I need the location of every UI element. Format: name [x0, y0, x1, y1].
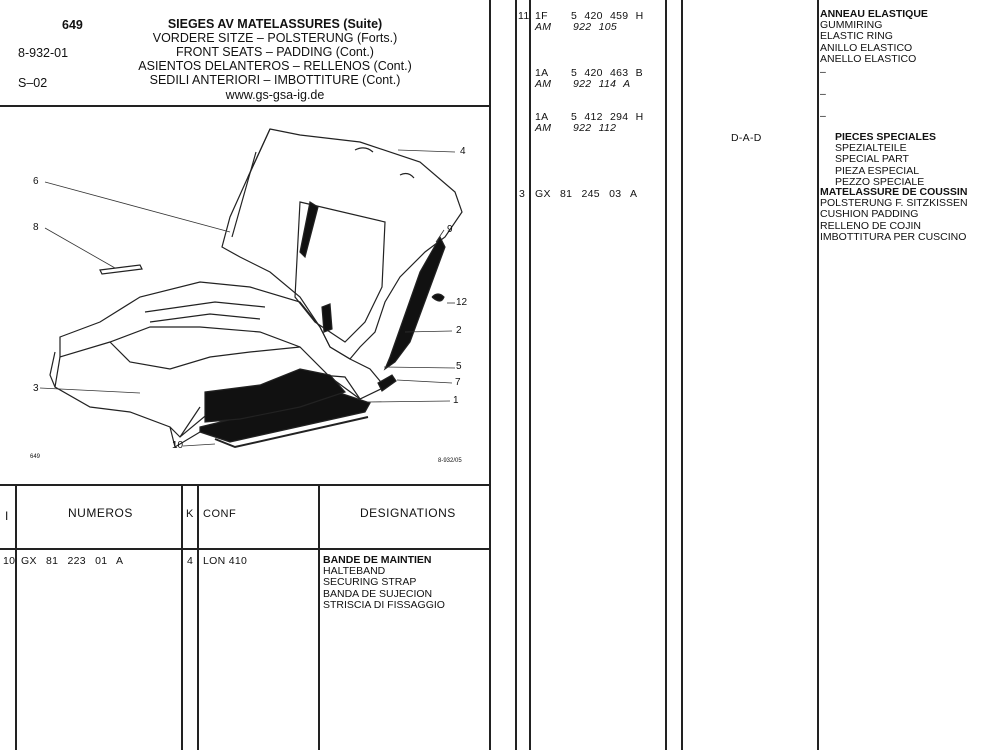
designation-line: RELLENO DE COJIN [820, 219, 921, 232]
special-line: PEZZO SPECIALE [835, 175, 925, 188]
designation-line: SECURING STRAP [323, 576, 417, 589]
title-fr: SIEGES AV MATELASSURES (Suite) [167, 17, 383, 31]
special-line: PIECES SPECIALES [835, 131, 936, 143]
special-line: SPECIAL PART [835, 153, 909, 166]
ref-code: 8-932-01 [18, 46, 69, 60]
callout-3: 3 [33, 383, 39, 394]
designation-line: GUMMIRING [820, 19, 883, 32]
left-row-qty: 4 [187, 555, 194, 567]
left-row-item: 10 [3, 555, 16, 567]
variant-am-label: AM [535, 122, 552, 134]
designation-line: ELASTIC RING [820, 30, 893, 43]
special-line: SPEZIALTEILE [835, 142, 907, 155]
diagram-top-border [0, 105, 490, 107]
callout-9: 9 [447, 224, 453, 235]
col-head-conf: CONF [203, 508, 237, 520]
title-es: ASIENTOS DELANTEROS – RELLENOS (Cont.) [138, 59, 412, 73]
dash-mark: – [820, 66, 827, 78]
title-de: VORDERE SITZE – POLSTERUNG (Forts.) [152, 31, 398, 45]
r-col-divider-2 [529, 0, 531, 750]
left-page-edge [489, 0, 491, 750]
variant-am-number: 922 105 [573, 21, 618, 33]
callout-5: 5 [456, 361, 462, 372]
special-line: PIEZA ESPECIAL [835, 164, 920, 177]
diagram-corner-right: 8-932/05 [438, 458, 462, 464]
right-designations-11: ANNEAU ELASTIQUE GUMMIRING ELASTIC RING … [820, 8, 928, 65]
seat-padding-diagram [39, 128, 463, 449]
right-row-number-3: GX 81 245 03 A [535, 188, 638, 200]
col-divider-conf [318, 484, 320, 750]
callout-6: 6 [33, 176, 39, 187]
designation-line: ANNEAU ELASTIQUE [820, 8, 928, 20]
col-head-numeros: NUMEROS [68, 506, 133, 520]
left-row-number: GX 81 223 01 A [21, 555, 124, 567]
designation-line: MATELASSURE DE COUSSIN [820, 186, 968, 198]
callout-10: 10 [172, 440, 184, 451]
table-header-border [0, 548, 490, 550]
r-col-divider-4 [681, 0, 683, 750]
col-divider-num [181, 484, 183, 750]
r-col-divider-3 [665, 0, 667, 750]
seat-cushion-shape [59, 281, 386, 400]
callout-4: 4 [460, 146, 466, 157]
title-en: FRONT SEATS – PADDING (Cont.) [176, 45, 374, 59]
designation-line: BANDA DE SUJECION [323, 587, 433, 600]
variant-am-label: AM [535, 21, 552, 33]
dash-mark: – [820, 110, 827, 122]
diagram-corner-left: 649 [30, 454, 41, 460]
designation-line: ANELLO ELASTICO [820, 52, 917, 65]
variant-am-number: 922 112 [573, 122, 617, 134]
special-parts-block: PIECES SPECIALES SPEZIALTEILE SPECIAL PA… [835, 131, 936, 188]
strap-10 [199, 392, 371, 443]
title-it: SEDILI ANTERIORI – IMBOTTITURE (Cont.) [149, 73, 401, 87]
variant-code: 1F [535, 10, 548, 22]
table-top-border [0, 484, 490, 486]
designation-line: ANILLO ELASTICO [820, 41, 913, 54]
r-col-divider-5 [817, 0, 819, 750]
right-row-item-3: 3 [519, 188, 526, 200]
callout-1: 1 [453, 395, 459, 406]
right-row-conf-3: D-A-D [731, 132, 762, 144]
variant-number: 5 420 459 H [571, 10, 644, 22]
callout-8: 8 [33, 222, 39, 233]
col-head-designations: DESIGNATIONS [360, 506, 456, 520]
variant-number: 5 420 463 B [571, 67, 643, 79]
right-designations-3: MATELASSURE DE COUSSIN POLSTERUNG F. SIT… [820, 186, 968, 243]
col-head-k: K [186, 508, 194, 520]
section-code: S–02 [18, 76, 48, 90]
backrest-shape [221, 128, 463, 360]
callout-12: 12 [456, 297, 468, 308]
designation-line: STRISCIA DI FISSAGGIO [323, 598, 445, 611]
designation-line: POLSTERUNG F. SITZKISSEN [820, 197, 968, 210]
col-head-i: I [5, 509, 9, 523]
variant-number: 5 412 294 H [571, 111, 644, 123]
left-row-designations: BANDE DE MAINTIEN HALTEBAND SECURING STR… [323, 554, 445, 611]
designation-line: IMBOTTITURA PER CUSCINO [820, 230, 967, 243]
col-divider-k [197, 484, 199, 750]
col-divider-i [15, 484, 17, 750]
variant-am-number: 922 114 A [573, 78, 631, 90]
page-number: 649 [62, 18, 83, 32]
designation-line: BANDE DE MAINTIEN [323, 554, 432, 566]
website-link[interactable]: www.gs-gsa-ig.de [225, 88, 325, 102]
variant-code: 1A [535, 111, 549, 123]
r-col-divider-1 [515, 0, 517, 750]
right-row-item-11: 11 [518, 10, 530, 22]
variant-code: 1A [535, 67, 549, 79]
designation-line: CUSHION PADDING [820, 208, 919, 221]
dash-mark: – [820, 88, 827, 100]
designation-line: HALTEBAND [323, 565, 386, 578]
left-row-conf: LON 410 [203, 555, 248, 567]
variant-am-label: AM [535, 78, 552, 90]
callout-7: 7 [455, 377, 461, 388]
callout-2: 2 [456, 325, 462, 336]
